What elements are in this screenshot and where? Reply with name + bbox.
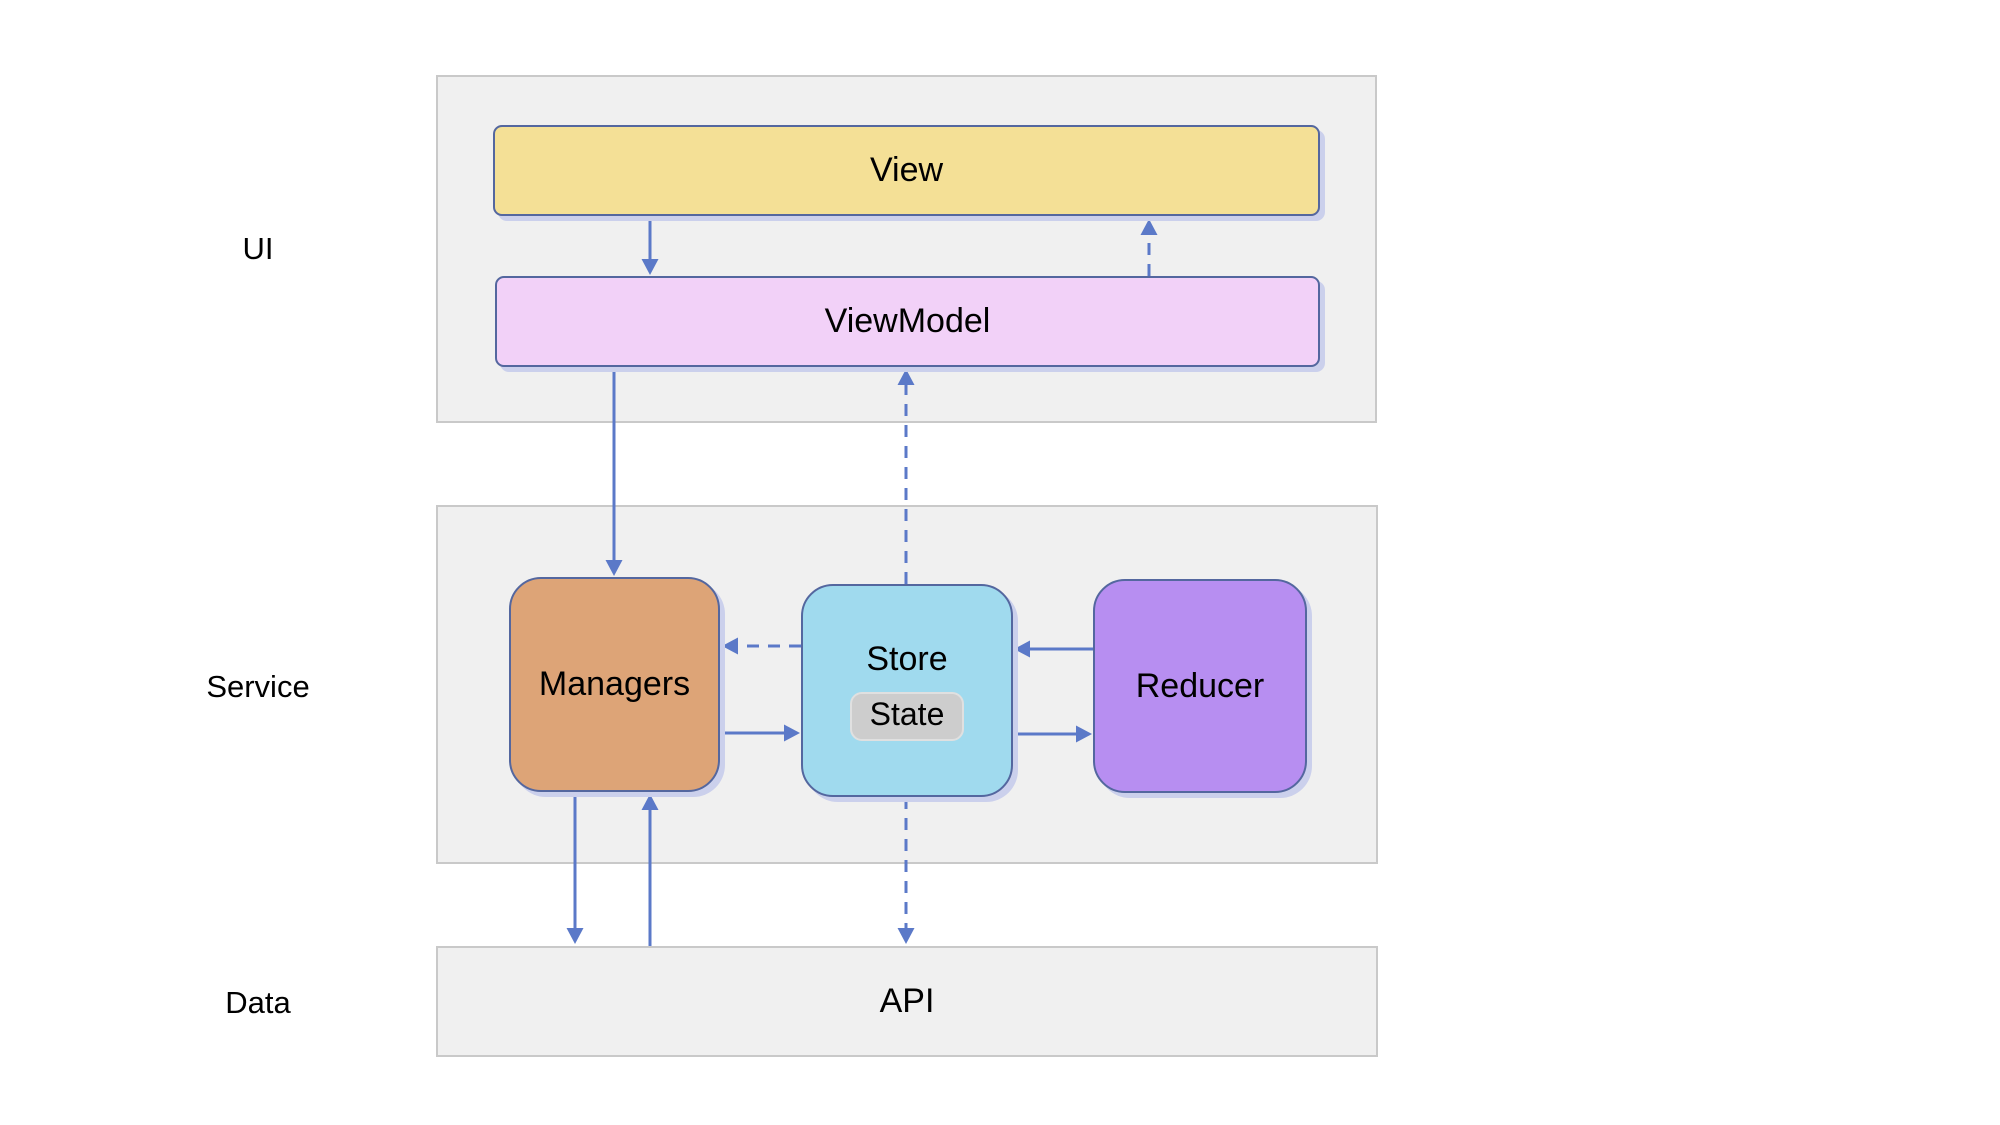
node-view: View	[493, 125, 1320, 216]
node-api: API	[436, 946, 1378, 1057]
api-label: API	[879, 982, 935, 1020]
state-badge: State	[849, 692, 965, 741]
ui-layer-label: UI	[242, 231, 274, 266]
node-viewmodel: ViewModel	[495, 276, 1320, 367]
data-layer-label: Data	[225, 985, 291, 1020]
store-label: Store	[866, 640, 948, 678]
node-reducer: Reducer	[1093, 579, 1307, 793]
view-label: View	[869, 151, 944, 189]
managers-label: Managers	[538, 665, 691, 703]
service-layer-label: Service	[206, 669, 310, 704]
viewmodel-label: ViewModel	[824, 302, 991, 340]
reducer-label: Reducer	[1135, 666, 1265, 705]
node-store: Store State	[801, 584, 1013, 797]
node-managers: Managers	[509, 577, 720, 792]
